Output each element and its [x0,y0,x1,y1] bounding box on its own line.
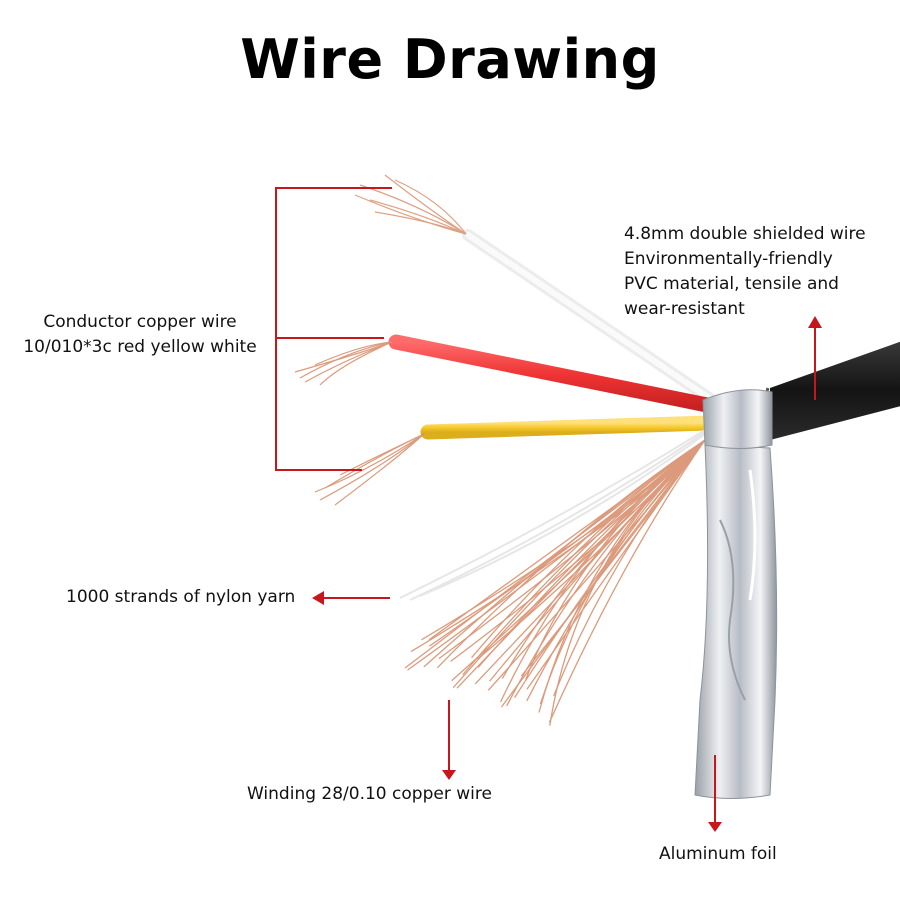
conductor-bracket [275,187,392,471]
pvc-jacket [763,341,900,441]
red-wire-strands [294,341,393,386]
shield-arrowhead [808,316,822,328]
page-title: Wire Drawing [240,28,660,91]
copper-strand [553,439,706,697]
white-wire [462,229,718,406]
copper-strand [526,439,706,702]
shield-label-line2: Environmentally-friendly [624,249,833,269]
copper-strand [525,439,706,680]
annotation-arrowheads [312,316,822,832]
red-wire [388,334,720,414]
shield-label-line3: PVC material, tensile and [624,274,839,294]
foil-label: Aluminum foil [659,844,777,864]
winding-label: Winding 28/0.10 copper wire [247,784,492,804]
copper-strand [526,439,706,690]
white-wire-strands [354,174,467,235]
conductor-label-line2: 10/010*3c red yellow white [23,337,257,357]
winding-copper-strands [404,439,706,726]
copper-strand [548,439,706,723]
nylon-yarn [399,429,706,601]
winding-arrowhead [442,770,456,780]
nylon-label: 1000 strands of nylon yarn [66,587,296,607]
aluminum-foil [694,389,778,799]
shield-label-line1: 4.8mm double shielded wire [624,224,866,244]
annotation-lines [275,187,816,822]
conductor-label-line1: Conductor copper wire [43,312,237,332]
copper-strand [500,439,706,703]
copper-strand [471,439,706,659]
copper-strand [423,439,706,668]
conductor-label: Conductor copper wire 10/010*3c red yell… [20,310,260,360]
shield-label-line4: wear-resistant [624,299,745,319]
copper-strand [549,439,706,726]
yellow-wire-strands [314,433,425,506]
copper-strand [487,439,706,691]
shield-label: 4.8mm double shielded wire Environmental… [624,222,866,322]
yellow-wire [420,415,716,440]
foil-arrowhead [708,822,722,832]
nylon-arrowhead [312,591,324,605]
copper-strand [462,439,706,676]
